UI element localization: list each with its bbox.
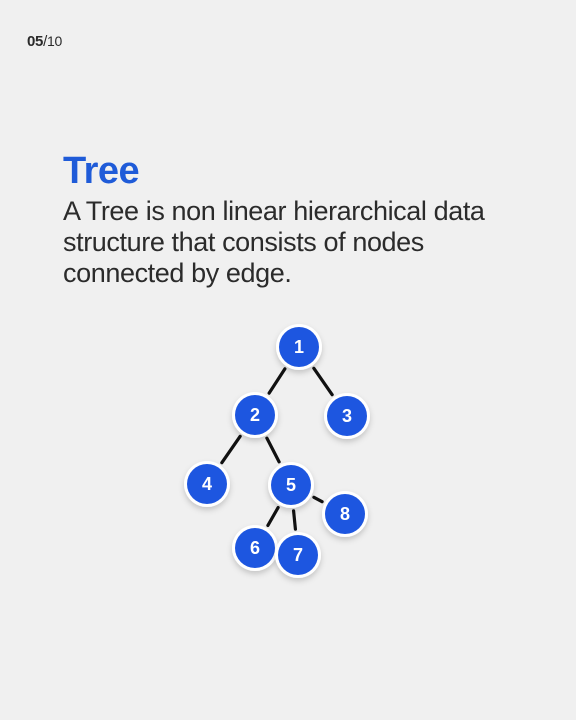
tree-node-label: 7 — [293, 545, 303, 565]
tree-node-label: 5 — [286, 475, 296, 495]
tree-node-circle — [278, 535, 318, 575]
tree-edge-n1-n2 — [267, 367, 287, 395]
tree-node-label: 2 — [250, 405, 260, 425]
description-text: A Tree is non linear hierarchical data s… — [63, 196, 485, 288]
tree-node-circle — [187, 464, 227, 504]
tree-node-circle — [279, 327, 319, 367]
tree-node-circle — [235, 395, 275, 435]
tree-edges — [220, 366, 334, 531]
tree-node-7: 7 — [275, 532, 321, 578]
tree-node-2: 2 — [232, 392, 278, 438]
page-counter: 05/10 — [27, 33, 62, 50]
tree-node-label: 8 — [340, 504, 350, 524]
tree-node-label: 3 — [342, 406, 352, 426]
tree-nodes: 1 2 3 4 5 6 7 8 — [184, 324, 370, 578]
tree-node-label: 6 — [250, 538, 260, 558]
tree-node-8: 8 — [322, 491, 368, 537]
page-counter-separator: / — [43, 33, 47, 50]
tree-edge-n2-n5 — [265, 436, 281, 464]
tree-node-circle — [235, 528, 275, 568]
tree-node-circle — [271, 465, 311, 505]
page-counter-total: 10 — [46, 33, 62, 49]
tree-node-label: 1 — [294, 337, 304, 357]
tree-edge-n1-n3 — [312, 366, 334, 397]
tree-edge-n2-n4 — [220, 434, 242, 465]
tree-node-circle — [325, 494, 365, 534]
tree-node-6: 6 — [232, 525, 278, 571]
tree-edge-n5-n7 — [291, 509, 298, 531]
page-title: Tree — [63, 150, 140, 192]
page-counter-current: 05 — [27, 33, 44, 50]
tree-node-1: 1 — [276, 324, 322, 370]
tree-node-circle — [327, 396, 367, 436]
tree-node-3: 3 — [324, 393, 370, 439]
tree-edge-n5-n8 — [312, 495, 324, 504]
tree-edge-n5-n6 — [266, 505, 280, 528]
tree-node-label: 4 — [202, 474, 212, 494]
tree-node-5: 5 — [268, 462, 314, 508]
tree-node-4: 4 — [184, 461, 230, 507]
